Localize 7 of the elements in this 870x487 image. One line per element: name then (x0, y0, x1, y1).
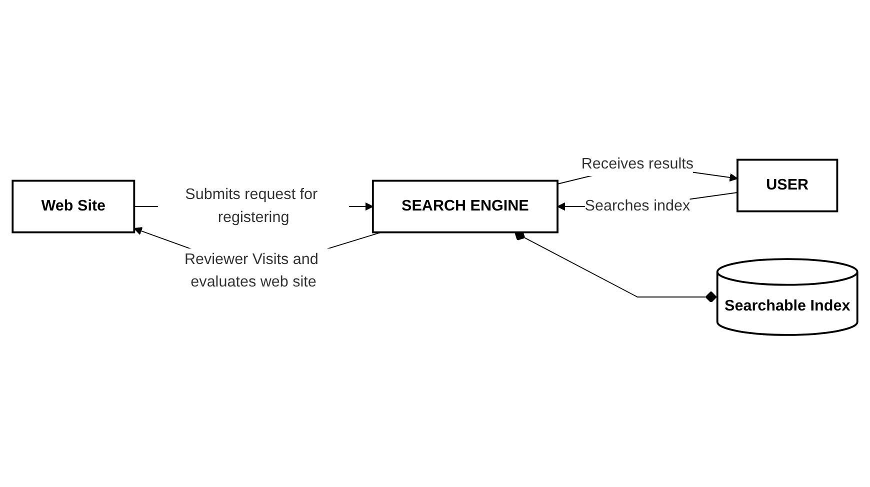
edge-label: Receives results (581, 155, 694, 172)
edge-label: Reviewer Visits and evaluates web site (184, 250, 318, 290)
node-box: SEARCH ENGINE (372, 179, 558, 233)
edge-label: Submits request for registering (185, 186, 318, 226)
edge-label: Searches index (584, 197, 690, 214)
node-box: USER (736, 158, 838, 212)
node-box: Web Site (12, 179, 136, 233)
